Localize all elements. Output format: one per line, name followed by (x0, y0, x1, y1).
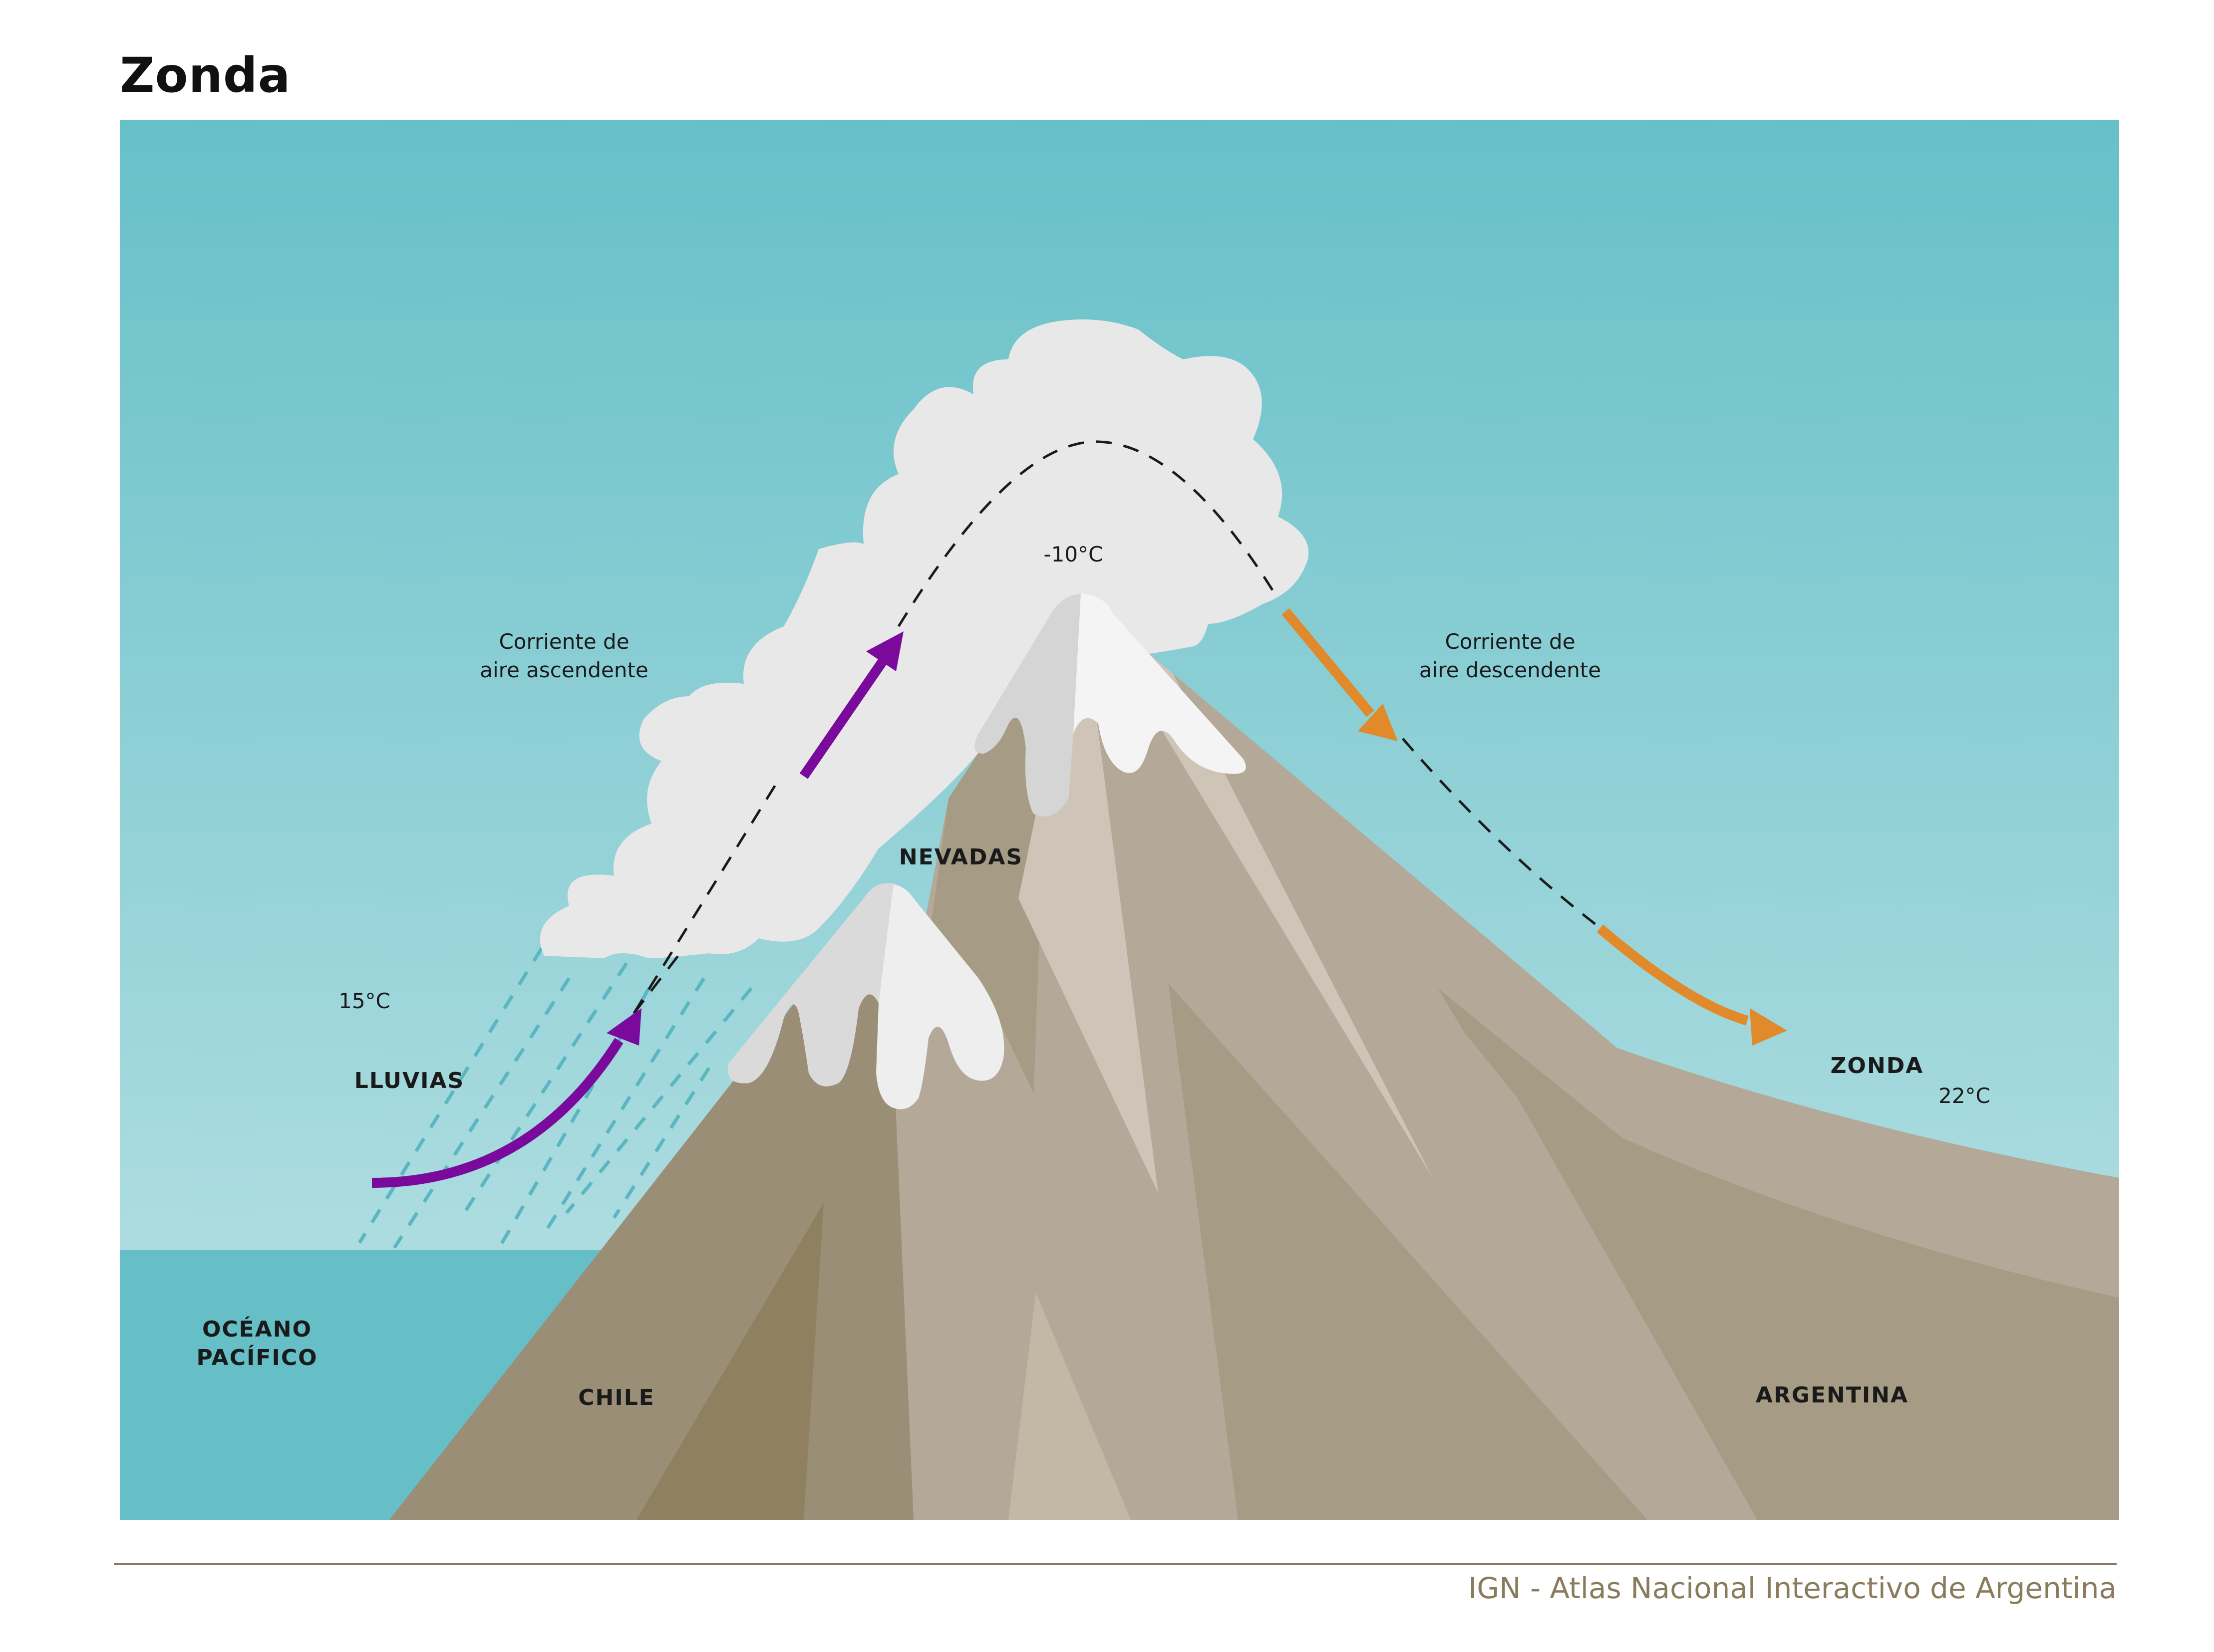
snow-front-peak-shadow (728, 883, 894, 1087)
air-flow-path-mid (633, 947, 685, 1014)
ascending-air-arrows (371, 631, 904, 1188)
label-temp-right: 22°C (1938, 1084, 1990, 1108)
mountain-right-shade (1438, 988, 2119, 1520)
label-descending-line2: aire descendente (1419, 658, 1601, 682)
label-descending-line1: Corriente de (1445, 629, 1575, 654)
rain-streaks (358, 947, 753, 1249)
snow-main-peak-shadow (974, 594, 1081, 817)
label-ascending-line1: Corriente de (499, 629, 629, 654)
air-flow-path (633, 440, 1598, 1014)
snow-front-peak (728, 883, 1004, 1109)
label-zonda: ZONDA (1831, 1053, 1924, 1079)
ascending-arrow-lower (371, 1038, 624, 1188)
main-mountain-lower-face (1168, 983, 1647, 1520)
label-nevadas: NEVADAS (899, 844, 1023, 870)
label-argentina: ARGENTINA (1756, 1382, 1908, 1408)
label-temp-left: 15°C (338, 989, 390, 1013)
cloud (540, 319, 1309, 958)
label-ascending-line2: aire ascendente (480, 658, 648, 682)
descending-arrowhead-upper (1358, 704, 1398, 741)
descending-arrow-upper (1281, 608, 1374, 717)
footer-credit: IGN - Atlas Nacional Interactivo de Arge… (1468, 1571, 2117, 1605)
label-ocean-line1: OCÉANO (202, 1316, 312, 1342)
footer-rule (114, 1563, 2117, 1565)
descending-air-arrows (1281, 608, 1787, 1046)
main-mountain-ridge-light-2 (1081, 596, 1433, 1178)
ascending-arrow-upper (799, 653, 891, 779)
ascending-arrowhead-upper (866, 631, 904, 671)
label-chile: CHILE (578, 1385, 655, 1410)
front-mountain-dark (636, 1203, 824, 1520)
label-lluvias: LLUVIAS (354, 1068, 464, 1094)
descending-arrowhead-lower (1750, 1008, 1787, 1046)
descending-arrow-lower (1596, 924, 1749, 1026)
page-title: Zonda (120, 47, 291, 103)
ascending-arrowhead-lower (607, 1008, 641, 1046)
front-mountain-light (1008, 1293, 1131, 1520)
label-temp-top: -10°C (1044, 542, 1103, 566)
label-ocean-line2: PACÍFICO (196, 1344, 317, 1371)
